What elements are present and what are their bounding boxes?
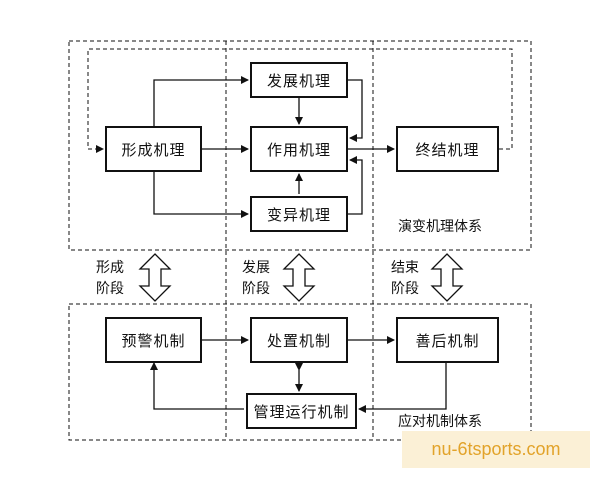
stage-label-development: 发展 阶段 — [242, 258, 270, 300]
node-development-mechanism: 发展机理 — [250, 62, 348, 98]
stage-label-formation: 形成 阶段 — [96, 258, 124, 300]
stage-label-formation-line2: 阶段 — [96, 281, 124, 297]
stage-label-termination-line2: 阶段 — [391, 281, 419, 297]
stage-arrow-termination — [430, 253, 464, 302]
bottom-group-label: 应对机制体系 — [398, 414, 482, 430]
stage-label-termination: 结束 阶段 — [391, 258, 419, 300]
node-formation-mechanism: 形成机理 — [105, 126, 202, 172]
stage-label-development-line1: 发展 — [242, 260, 270, 276]
node-handling-mechanism: 处置机制 — [250, 317, 348, 363]
formation-to-variation — [153, 172, 249, 218]
operation-to-warning — [150, 362, 244, 410]
top-group-boundary — [68, 40, 532, 251]
development-side-link — [348, 79, 363, 142]
bottom-group-boundary — [68, 303, 532, 441]
node-action-mechanism: 作用机理 — [250, 126, 348, 172]
feedback-loop — [87, 48, 513, 153]
node-aftermath-mechanism: 善后机制 — [396, 317, 499, 363]
stage-label-development-line2: 阶段 — [242, 281, 270, 297]
site-watermark: nu-6tsports.com — [402, 431, 590, 468]
stage-arrow-development — [282, 253, 316, 302]
stage-label-formation-line1: 形成 — [96, 260, 124, 276]
stage-label-termination-line1: 结束 — [391, 260, 419, 276]
node-variation-mechanism: 变异机理 — [250, 196, 348, 232]
top-group-label: 演变机理体系 — [398, 219, 482, 235]
node-termination-mechanism: 终结机理 — [396, 126, 499, 172]
node-warning-mechanism: 预警机制 — [105, 317, 202, 363]
stage-arrow-formation — [138, 253, 172, 302]
aftermath-to-operation — [358, 363, 447, 413]
variation-side-link — [348, 156, 363, 215]
node-operation-mechanism: 管理运行机制 — [246, 393, 357, 429]
formation-to-development — [153, 76, 249, 126]
